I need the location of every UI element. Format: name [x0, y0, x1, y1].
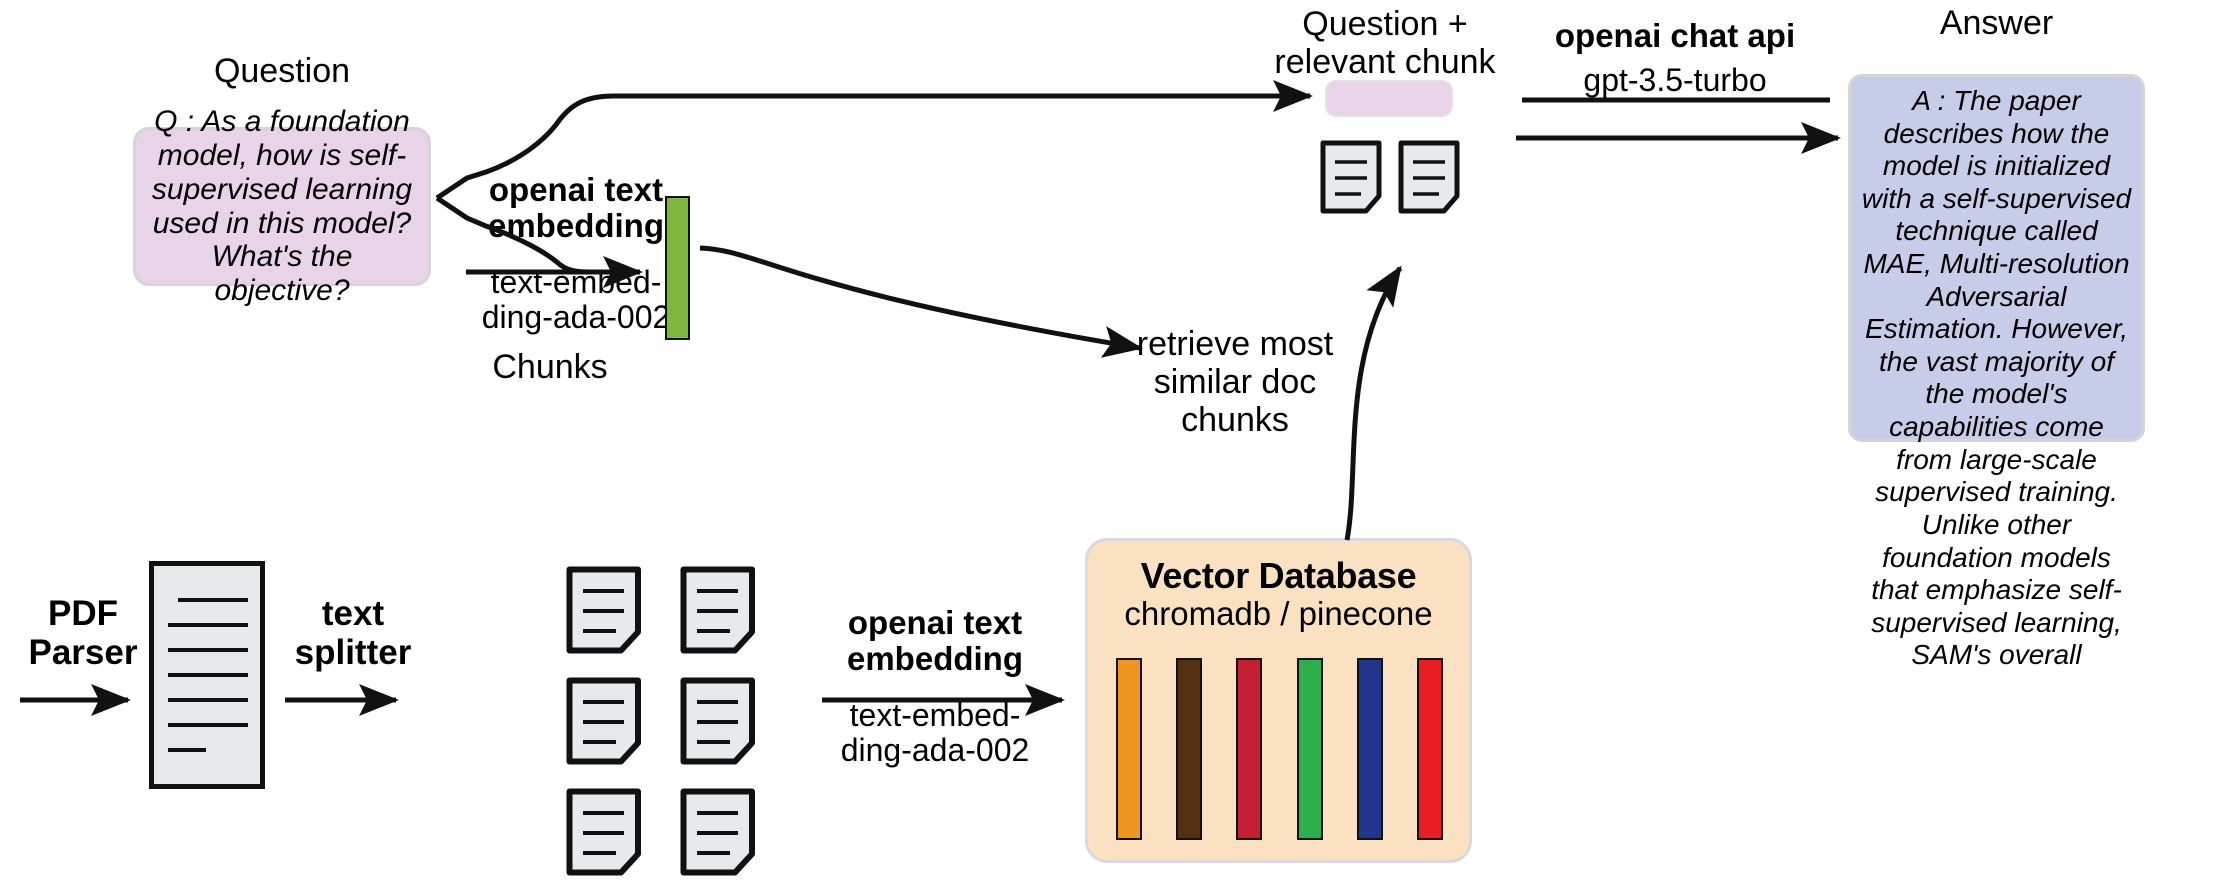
- question-box: Q : As a foundation model, how is self-s…: [133, 105, 431, 307]
- chunk-doc-4: [680, 677, 756, 765]
- chunk-embedding-label: openai text embedding text-embed- ding-a…: [820, 605, 1050, 767]
- pdf-parser-line2: Parser: [28, 632, 138, 672]
- chunk-embedding-model-line1: text-embed-: [849, 697, 1021, 734]
- answer-caption: Answer: [1939, 4, 2054, 42]
- doc-line: [168, 648, 248, 652]
- retrieve-label: retrieve most similar doc chunks: [1125, 325, 1345, 439]
- chunk-doc-3: [566, 677, 642, 765]
- prompt-bar: [1325, 80, 1453, 117]
- prompt-caption-line1: Question +: [1302, 5, 1468, 43]
- retrieve-line1: retrieve most: [1136, 325, 1334, 363]
- chunk-embedding-name-line1: openai text: [847, 604, 1023, 641]
- doc-line: [168, 623, 248, 627]
- query-embedding-name-line2: embedding: [487, 206, 664, 244]
- query-embedding-model-line1: text-embed-: [490, 264, 662, 301]
- prompt-caption-line2: relevant chunk: [1274, 43, 1496, 82]
- openai-chat-api-label: openai chat api gpt-3.5-turbo: [1520, 18, 1830, 97]
- chunk-embedding-name-line2: embedding: [846, 639, 1023, 677]
- chat-api-name: openai chat api: [1554, 17, 1796, 54]
- chunk-doc-1: [566, 566, 642, 654]
- chunk-doc-2: [680, 566, 756, 654]
- doc-line: [168, 723, 248, 727]
- doc-line: [168, 698, 248, 702]
- chunk-doc-6: [680, 788, 756, 876]
- pdf-parser-label: PDF Parser: [18, 594, 148, 672]
- chat-api-model: gpt-3.5-turbo: [1583, 61, 1767, 98]
- chunk-doc-5: [566, 788, 642, 876]
- bar-green: [1296, 658, 1323, 840]
- bar-crimson: [1236, 658, 1263, 840]
- bar-navy: [1356, 658, 1383, 840]
- doc-line: [168, 673, 248, 677]
- question-caption: Question: [213, 52, 351, 90]
- doc-line: [178, 598, 248, 602]
- arrow-query-vector-to-db: [699, 245, 1143, 358]
- answer-box: A : The paper describes how the model is…: [1848, 74, 2145, 670]
- answer-text: A : The paper describes how the model is…: [1861, 85, 2132, 671]
- bar-brown: [1176, 658, 1203, 840]
- retrieve-line3: chunks: [1181, 401, 1289, 440]
- vector-db-title: Vector Database: [1140, 555, 1417, 596]
- arrow-retrieve-to-prompt: [1344, 265, 1403, 541]
- vector-db-subtitle: chromadb / pinecone: [1124, 595, 1433, 632]
- query-embedding-name-line1: openai text: [488, 171, 664, 208]
- bar-red: [1416, 658, 1443, 840]
- doc-line: [168, 748, 206, 752]
- text-splitter-line2: splitter: [294, 632, 412, 672]
- text-splitter-line1: text: [321, 594, 385, 633]
- prompt-chunk-doc-2: [1398, 140, 1460, 214]
- query-vector-bar: [665, 196, 690, 340]
- pdf-document: [149, 561, 265, 789]
- query-embedding-model-line2: ding-ada-002: [481, 298, 671, 335]
- prompt-caption: Question + relevant chunk: [1255, 5, 1515, 81]
- prompt-chunk-doc-1: [1320, 140, 1382, 214]
- vector-database-panel: Vector Database chromadb / pinecone: [1085, 538, 1472, 863]
- retrieve-line2: similar doc: [1153, 363, 1317, 402]
- vector-db-bars: [1116, 658, 1443, 840]
- text-splitter-label: text splitter: [283, 594, 423, 672]
- chunk-embedding-model-line2: ding-ada-002: [840, 731, 1030, 768]
- chunks-caption: Chunks: [492, 348, 608, 386]
- query-embedding-label: openai text embedding text-embed- ding-a…: [465, 172, 687, 334]
- question-text: Q : As a foundation model, how is self-s…: [151, 104, 413, 308]
- pdf-parser-line1: PDF: [48, 594, 118, 633]
- bar-orange: [1116, 658, 1142, 840]
